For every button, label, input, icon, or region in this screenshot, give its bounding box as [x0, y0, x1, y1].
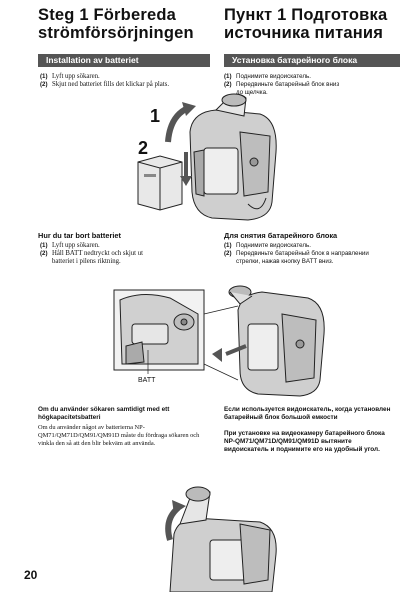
list-item: (1) Поднимите видоискатель.	[224, 242, 394, 250]
step-number: (2)	[40, 81, 48, 88]
page-title-russian: Пункт 1 Подготовка источника питания	[224, 6, 414, 42]
list-item: (2) Håll BATT nedtryckt och skjut ut bat…	[40, 250, 190, 266]
step-number: (2)	[224, 250, 232, 257]
step-number: (1)	[224, 242, 232, 249]
step-text: Поднимите видоискатель.	[236, 242, 311, 249]
note-body-russian: При установке на видеокамеру батарейного…	[224, 430, 385, 453]
figure-step-label-1: 1	[150, 106, 160, 126]
step-text: Lyft upp sökaren.	[52, 73, 100, 80]
step-text: Skjut ned batteriet fills det klickar på…	[52, 81, 170, 88]
install-steps-swedish: (1) Lyft upp sökaren. (2) Skjut ned batt…	[40, 73, 210, 89]
list-item: (2) Передвиньте батарейный блок в направ…	[224, 250, 394, 266]
list-item: (1) Lyft upp sökaren.	[40, 242, 190, 250]
figure-step-label-2: 2	[138, 138, 148, 158]
step-number: (1)	[40, 242, 48, 249]
title-line-2: источника питания	[224, 24, 384, 42]
list-item: (2) Передвиньте батарейный блок вниз до …	[224, 81, 394, 97]
batt-callout-label: BATT	[138, 377, 156, 384]
battery-removal-illustration: BATT	[113, 285, 325, 397]
title-line-1: Steg 1 Förbereda	[38, 6, 176, 24]
remove-title-russian: Для снятия батарейного блока	[224, 231, 338, 240]
step-text: Håll BATT nedtryckt och skjut ut batteri…	[52, 250, 144, 265]
step-number: (1)	[224, 73, 232, 80]
battery-install-illustration: 1 2	[137, 93, 277, 221]
step-text: Передвиньте батарейный блок в направлени…	[236, 250, 369, 265]
step-number: (2)	[40, 250, 48, 257]
remove-steps-russian: (1) Поднимите видоискатель. (2) Передвин…	[224, 242, 394, 266]
page-title-swedish: Steg 1 Förbereda strömförsörjningen	[38, 6, 218, 42]
section-header-russian: Установка батарейного блока	[224, 54, 400, 67]
list-item: (2) Skjut ned batteriet fills det klicka…	[40, 81, 210, 89]
title-line-1: Пункт 1 Подготовка	[224, 6, 388, 24]
title-line-2: strömförsörjningen	[38, 24, 194, 42]
step-text: Lyft upp sökaren.	[52, 242, 100, 249]
remove-title-swedish: Hur du tar bort batteriet	[38, 231, 121, 240]
step-number: (1)	[40, 73, 48, 80]
list-item: (1) Поднимите видоискатель.	[224, 73, 394, 81]
install-steps-russian: (1) Поднимите видоискатель. (2) Передвин…	[224, 73, 394, 97]
page-number: 20	[24, 568, 38, 582]
list-item: (1) Lyft upp sökaren.	[40, 73, 210, 81]
section-header-swedish: Installation av batteriet	[38, 54, 210, 67]
remove-steps-swedish: (1) Lyft upp sökaren. (2) Håll BATT nedt…	[40, 242, 190, 266]
note-heading-russian: Если используется видоискатель, когда ус…	[224, 406, 391, 421]
step-text: Поднимите видоискатель.	[236, 73, 311, 80]
step-text: Передвиньте батарейный блок вниз до щелч…	[236, 81, 340, 96]
note-body-swedish: Om du använder något av batterierna NP-Q…	[38, 424, 200, 447]
note-heading-swedish: Om du använder sökaren samtidigt med ett…	[38, 406, 170, 421]
step-number: (2)	[224, 81, 232, 88]
viewfinder-tilt-illustration	[165, 486, 277, 592]
